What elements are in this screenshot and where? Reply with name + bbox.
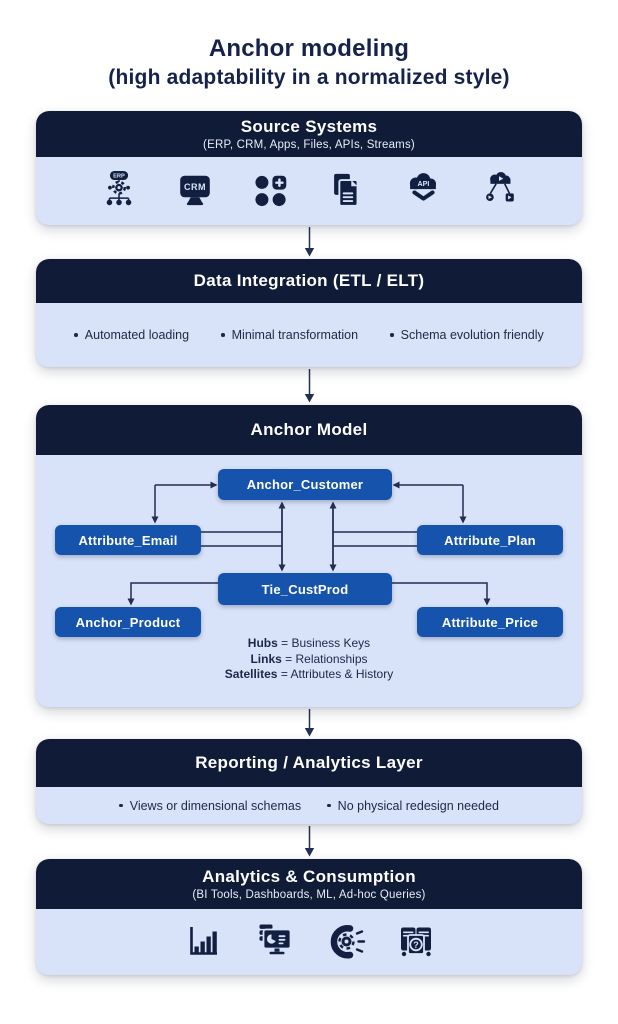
reporting-bullets: Views or dimensional schemas No physical… [36, 787, 582, 824]
node-attribute-price: Attribute_Price [417, 607, 563, 637]
node-attribute-plan: Attribute_Plan [417, 525, 563, 555]
section-source-systems: Source Systems (ERP, CRM, Apps, Files, A… [36, 111, 582, 225]
legend-rest: = Attributes & History [280, 667, 394, 681]
bullet-item: Schema evolution friendly [390, 328, 544, 342]
streams-icon [486, 172, 514, 202]
anchor-model-diagram: Anchor_Customer Attribute_Email Attribut… [36, 455, 582, 707]
bullet-text: Schema evolution friendly [400, 328, 544, 342]
bullet-item: Minimal transformation [221, 328, 358, 342]
source-systems-header: Source Systems (ERP, CRM, Apps, Files, A… [36, 111, 582, 157]
node-attribute-email: Attribute_Email [55, 525, 201, 555]
bullet-item: No physical redesign needed [327, 799, 499, 813]
node-anchor-customer: Anchor_Customer [218, 469, 392, 500]
anchor-model-legend: Hubs = Business Keys Links = Relationshi… [36, 636, 582, 683]
flow-arrow-down-icon [304, 709, 314, 737]
source-systems-title: Source Systems [240, 117, 378, 136]
adhoc-query-icon: ? [400, 927, 431, 957]
section-data-integration: Data Integration (ETL / ELT) Automated l… [36, 259, 582, 367]
erp-icon: ERP [106, 170, 132, 206]
apps-icon [255, 175, 287, 207]
node-anchor-product: Anchor_Product [55, 607, 201, 637]
page-title-line1: Anchor modeling [208, 35, 410, 62]
data-integration-header: Data Integration (ETL / ELT) [36, 259, 582, 303]
diagram-stack: Source Systems (ERP, CRM, Apps, Files, A… [0, 111, 618, 975]
section-anchor-model: Anchor Model [36, 405, 582, 707]
bullet-dot [221, 333, 225, 337]
anchor-model-connectors [127, 481, 491, 606]
bullet-dot [119, 803, 123, 808]
analytics-icon-row: ? [36, 909, 582, 975]
legend-rest: = Business Keys [281, 636, 371, 650]
api-icon: API [409, 173, 436, 201]
section-analytics-consumption: Analytics & Consumption (BI Tools, Dashb… [36, 859, 582, 975]
question-mark-label: ? [413, 940, 419, 950]
bullet-item: Views or dimensional schemas [119, 799, 301, 813]
legend-line: Satellites = Attributes & History [36, 667, 582, 683]
flow-arrow-down-icon [304, 227, 314, 257]
legend-rest: = Relationships [285, 651, 368, 666]
bullet-text: Views or dimensional schemas [129, 798, 302, 813]
source-systems-subtitle: (ERP, CRM, Apps, Files, APIs, Streams) [203, 139, 415, 151]
analytics-subtitle: (BI Tools, Dashboards, ML, Ad-hoc Querie… [192, 889, 426, 901]
api-icon-label: API [418, 180, 430, 188]
crm-icon-label: CRM [184, 182, 206, 192]
bi-chart-icon [189, 927, 217, 955]
bullet-dot [390, 333, 394, 337]
flow-arrow-down-icon [304, 369, 314, 403]
node-tie-custprod: Tie_CustProd [218, 573, 392, 605]
reporting-title: Reporting / Analytics Layer [195, 753, 423, 772]
bullet-text: Automated loading [84, 328, 190, 342]
legend-line: Links = Relationships [36, 652, 582, 668]
crm-icon: CRM [180, 175, 210, 206]
erp-icon-label: ERP [113, 174, 125, 180]
bullet-dot [327, 803, 331, 808]
anchor-model-header: Anchor Model [36, 405, 582, 455]
legend-term: Satellites [224, 667, 278, 681]
page-title-line2: (high adaptability in a normalized style… [108, 66, 510, 89]
analytics-header: Analytics & Consumption (BI Tools, Dashb… [36, 859, 582, 909]
bullet-item: Automated loading [74, 328, 189, 342]
ml-icon [330, 925, 365, 959]
page-title: Anchor modeling (high adaptability in a … [0, 0, 618, 92]
data-integration-title: Data Integration (ETL / ELT) [193, 271, 425, 290]
bullet-text: No physical redesign needed [337, 798, 499, 813]
anchor-model-title: Anchor Model [250, 420, 368, 439]
legend-term: Links [250, 651, 282, 666]
dashboard-icon [259, 924, 291, 955]
reporting-header: Reporting / Analytics Layer [36, 739, 582, 787]
legend-line: Hubs = Business Keys [36, 636, 582, 652]
legend-term: Hubs [247, 636, 278, 650]
bullet-text: Minimal transformation [231, 328, 359, 342]
source-systems-icon-row: ERP CRM [36, 157, 582, 225]
flow-arrow-down-icon [304, 826, 314, 857]
files-icon [334, 173, 359, 207]
section-reporting-layer: Reporting / Analytics Layer Views or dim… [36, 739, 582, 824]
analytics-title: Analytics & Consumption [202, 867, 416, 886]
bullet-dot [74, 333, 78, 337]
data-integration-bullets: Automated loading Minimal transformation… [36, 303, 582, 367]
